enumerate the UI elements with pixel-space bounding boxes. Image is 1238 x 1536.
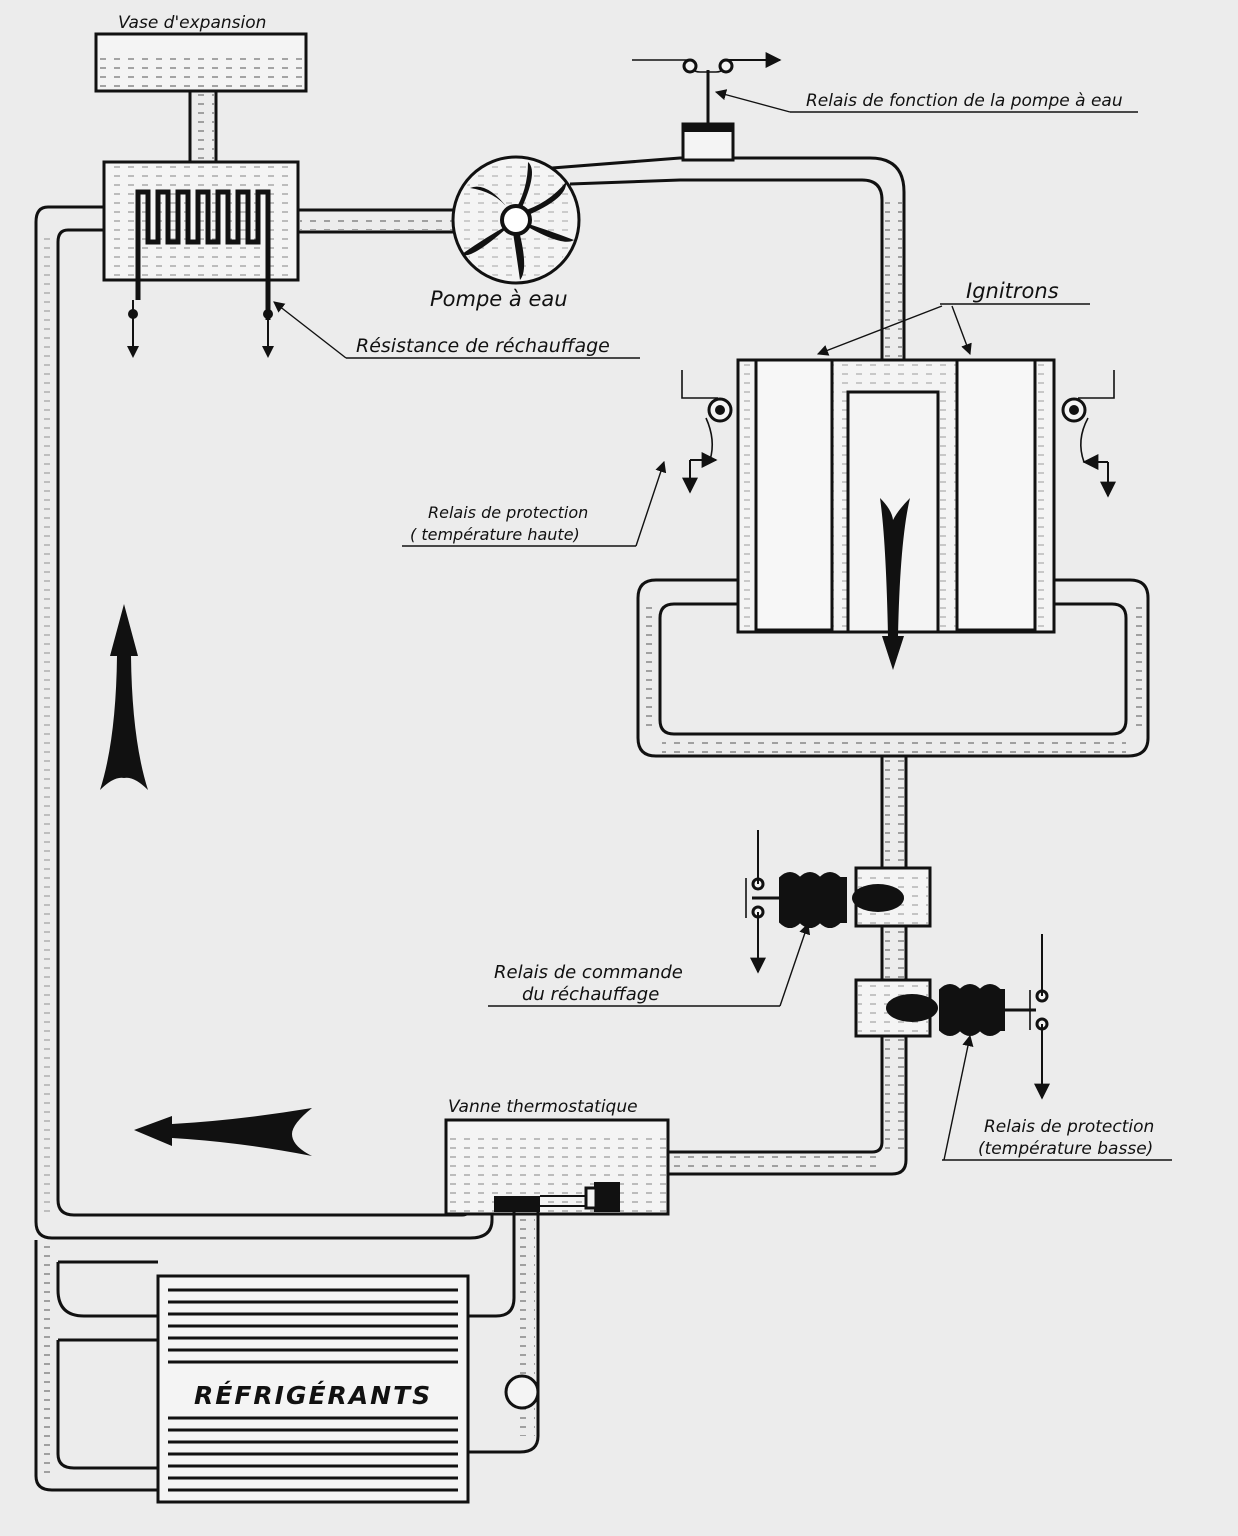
heater-terminal-right xyxy=(262,300,274,358)
main-return-pipe xyxy=(34,205,494,1240)
flow-arrow-left xyxy=(134,1108,312,1156)
pump-relay xyxy=(632,52,782,162)
label-relay-heat-line1: Relais de commande xyxy=(494,962,683,983)
cooler-fins-bottom xyxy=(168,1416,458,1492)
heater-terminal-left xyxy=(127,300,139,358)
pipe-valve-to-coolers xyxy=(468,1212,540,1454)
label-pump-relay: Relais de fonction de la pompe à eau xyxy=(806,91,1123,111)
label-coolers: RÉFRIGÉRANTS xyxy=(194,1381,432,1410)
ignitron-right xyxy=(955,358,1037,632)
label-pump: Pompe à eau xyxy=(430,287,568,311)
relay-low-temp xyxy=(886,934,1050,1100)
label-relay-low-line2: (température basse) xyxy=(978,1139,1153,1159)
relay-heating-control xyxy=(745,830,904,974)
manifold-loop xyxy=(636,578,1150,758)
label-relay-high-line1: Relais de protection xyxy=(428,503,588,522)
cooler-valve-circle xyxy=(504,1374,540,1410)
water-pump xyxy=(451,155,581,285)
cooler-fins-top xyxy=(168,1288,458,1364)
relay-high-temp-left xyxy=(681,370,733,494)
label-relay-high-line2: ( température haute) xyxy=(410,525,580,544)
label-relay-low-line1: Relais de protection xyxy=(984,1117,1154,1137)
coolers xyxy=(34,1240,540,1504)
expansion-tank xyxy=(94,32,308,162)
label-ignitrons: Ignitrons xyxy=(966,279,1059,303)
label-valve: Vanne thermostatique xyxy=(448,1097,638,1117)
heater-coil xyxy=(135,189,271,320)
label-expansion-tank: Vase d'expansion xyxy=(118,13,266,33)
leader-lines xyxy=(273,89,1172,1161)
pipe-heater-to-pump xyxy=(298,208,460,234)
label-heater: Résistance de réchauffage xyxy=(356,335,610,357)
flow-arrow-down xyxy=(880,498,910,670)
label-relay-heat-line2: du réchauffage xyxy=(522,984,659,1005)
ignitrons-assembly xyxy=(736,358,1056,670)
flow-arrow-up xyxy=(100,604,148,790)
heater-box xyxy=(102,160,300,358)
ignitron-left xyxy=(754,358,834,632)
pipe-right-descending xyxy=(668,756,932,1176)
relay-high-temp-right xyxy=(1061,370,1116,498)
thermostatic-valve xyxy=(444,1118,670,1216)
